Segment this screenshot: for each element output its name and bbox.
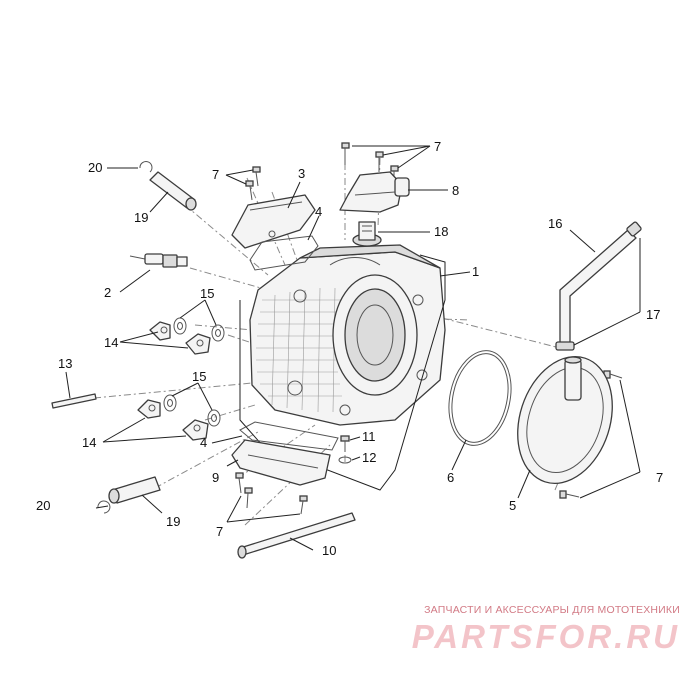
upper-circlip-part (139, 161, 153, 173)
callout-6: 6 (447, 470, 454, 485)
callout-11: 11 (362, 429, 376, 444)
screw-side-cover-2 (559, 490, 580, 499)
assembly-outline (239, 254, 446, 491)
upper-sleeve-part (149, 171, 197, 211)
callout-7-top-right: 7 (434, 139, 441, 154)
callout-1: 1 (472, 264, 479, 279)
spark-plug-part (129, 253, 188, 268)
plug-caps-part (137, 321, 211, 441)
callout-4-bottom: 4 (200, 435, 207, 450)
callout-7-top-left: 7 (212, 167, 219, 182)
callout-9: 9 (212, 470, 219, 485)
screw-side-cover-1 (603, 370, 623, 379)
callout-20-top: 20 (88, 160, 102, 175)
callout-5: 5 (509, 498, 516, 513)
cylinder-head-part (249, 244, 446, 426)
callout-18: 18 (434, 224, 448, 239)
screw-bottom-3 (299, 495, 308, 515)
callout-14-top: 14 (104, 335, 118, 350)
callout-10: 10 (322, 543, 336, 558)
callout-19-bottom: 19 (166, 514, 180, 529)
callout-8: 8 (452, 183, 459, 198)
callout-19-top: 19 (134, 210, 148, 225)
screw-bottom-1 (235, 472, 244, 494)
o-ring-part (448, 350, 512, 446)
screw-bottom-2 (244, 487, 253, 509)
hose-part (555, 221, 642, 351)
thermostat-part (352, 221, 382, 247)
cylinder-head-cooling-fins (256, 287, 345, 413)
plug-cap-2 (185, 333, 211, 355)
watermark-logo: PARTSFOR.RU (411, 618, 680, 655)
callout-14-bottom: 14 (82, 435, 96, 450)
lower-sleeve-part (108, 476, 161, 504)
callout-13: 13 (58, 356, 72, 371)
screw-top-2 (375, 151, 384, 172)
lower-cover-part (231, 439, 331, 486)
screw-top-left-2 (252, 166, 261, 187)
callout-numbers: 20 19 7 3 4 7 8 18 1 2 15 14 13 15 14 4 … (36, 139, 663, 558)
watermark: ЗАПЧАСТИ И АКСЕССУАРЫ ДЛЯ МОТОТЕХНИКИ PA… (370, 604, 680, 656)
callout-16: 16 (548, 216, 562, 231)
lower-gasket-part (239, 421, 339, 451)
thermostat-housing-part (339, 171, 410, 213)
callout-7-bottom: 7 (216, 524, 223, 539)
small-washer-part (338, 456, 352, 464)
callout-12: 12 (362, 450, 376, 465)
callout-7-right: 7 (656, 470, 663, 485)
callout-2: 2 (104, 285, 111, 300)
lower-circlip-part (97, 500, 111, 514)
screw-top-left-1 (245, 180, 254, 201)
watermark-tagline: ЗАПЧАСТИ И АКСЕССУАРЫ ДЛЯ МОТОТЕХНИКИ (424, 604, 680, 616)
callout-20-bottom: 20 (36, 498, 50, 513)
callout-3: 3 (298, 166, 305, 181)
stud-part (51, 393, 97, 409)
callout-17: 17 (646, 307, 660, 322)
plug-cap-3 (137, 399, 161, 419)
plug-cap-4 (182, 419, 209, 441)
screw-top-1 (341, 142, 350, 165)
long-stud-bolt-part (237, 512, 356, 559)
leader-lines (65, 145, 641, 551)
callout-15-top: 15 (200, 286, 214, 301)
plug-cap-1 (149, 321, 171, 341)
tappet-cover-part (231, 194, 316, 249)
small-bolt-part (340, 435, 350, 452)
cover-gasket-part (249, 235, 319, 271)
side-cover-part (517, 355, 613, 485)
callout-15-bottom: 15 (192, 369, 206, 384)
callout-4-top: 4 (315, 204, 322, 219)
